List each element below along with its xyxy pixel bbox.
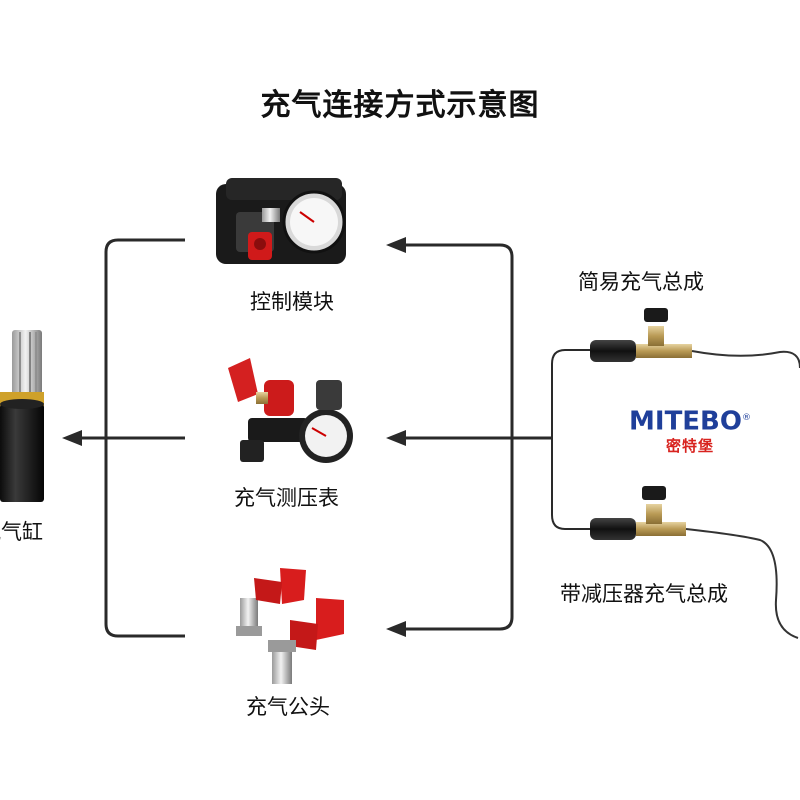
arrow-to-gauge — [386, 430, 406, 446]
arrow-to-control-module — [386, 237, 406, 253]
arrow-to-cylinder — [62, 430, 82, 446]
left-connector-lines — [72, 238, 185, 638]
assembly-bracket — [551, 349, 590, 530]
cylinder-label: 氮气缸 — [0, 520, 43, 544]
diagram-title: 充气连接方式示意图 — [260, 88, 540, 123]
arrow-to-male-connector — [386, 621, 406, 637]
simple-assembly-image — [590, 308, 800, 369]
gauge-image — [228, 358, 353, 463]
control-module-label: 控制模块 — [250, 290, 334, 314]
brand-name-cn: 密特堡 — [665, 436, 714, 455]
right-connector-lines — [398, 243, 552, 631]
nitrogen-cylinder-image — [0, 330, 44, 502]
reducer-assembly-label: 带减压器充气总成 — [560, 582, 728, 606]
brand-name-en: MITEBO® — [629, 406, 751, 437]
reducer-assembly-image — [590, 486, 799, 639]
gauge-label: 充气测压表 — [234, 486, 339, 510]
brand-logo: MITEBO® 密特堡 — [620, 404, 760, 456]
simple-assembly-label: 简易充气总成 — [578, 270, 704, 294]
male-connector-image — [236, 568, 344, 684]
male-connector-label: 充气公头 — [246, 695, 330, 719]
control-module-image — [216, 178, 346, 264]
